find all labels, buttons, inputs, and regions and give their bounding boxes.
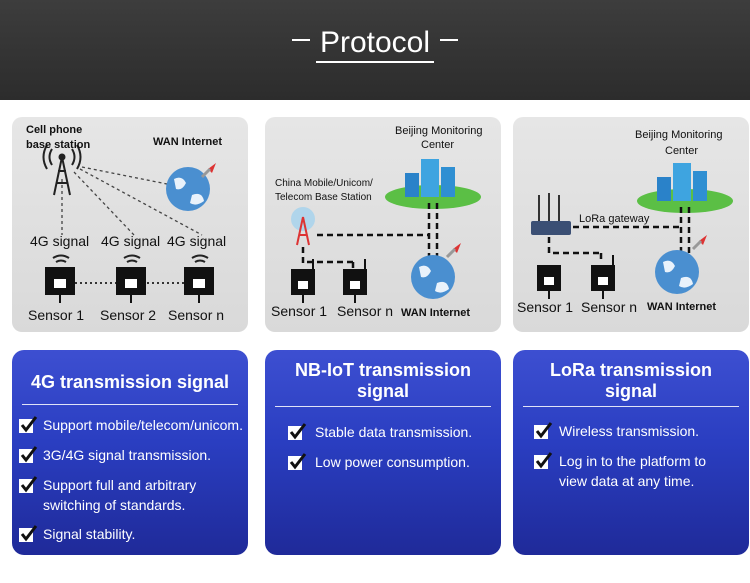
sensor-icon: [537, 265, 561, 299]
signal-label-2: 4G signal: [101, 233, 161, 249]
diagram-4g-graphics: [42, 144, 216, 303]
sensor-label-1: Sensor 1: [271, 303, 328, 319]
sensor-label-1: Sensor 1: [517, 299, 574, 315]
card-title-line1: NB-IoT transmission: [294, 360, 472, 380]
globe-icon: [166, 167, 210, 211]
checkmark-icon: [534, 452, 553, 469]
feature-item: Signal stability.: [18, 524, 244, 544]
router-icon: [531, 193, 571, 235]
checkmark-icon: [19, 525, 38, 542]
center-label-line2: Center: [421, 139, 455, 151]
checkmark-icon: [288, 453, 307, 470]
checkmark-icon: [19, 476, 38, 493]
sensor-label-2: Sensor 2: [100, 307, 157, 323]
center-label-line1: Beijing Monitoring: [395, 125, 483, 137]
signal-label-1: 4G signal: [30, 233, 90, 249]
checkmark-icon: [288, 423, 307, 440]
checkmark-icon: [534, 422, 553, 439]
sensor-label-1: Sensor 1: [28, 307, 85, 323]
globe-icon: [411, 255, 455, 299]
wan-label: WAN Internet: [401, 307, 471, 319]
wan-label: WAN Internet: [153, 136, 223, 148]
feature-item: Log in to the platform to view data at a…: [533, 451, 735, 491]
diagram-lora: Beijing Monitoring Center LoRa gateway S…: [513, 117, 749, 332]
page-title: Protocol: [0, 26, 750, 63]
center-label-line1: Beijing Monitoring: [635, 129, 723, 141]
building-icon: [385, 159, 481, 209]
gateway-label: LoRa gateway: [579, 213, 650, 225]
card-divider: [275, 406, 491, 407]
title-dash-right: [440, 39, 459, 42]
feature-item: 3G/4G signal transmission.: [18, 445, 244, 465]
checkmark-icon: [19, 446, 38, 463]
card-title-line1: LoRa transmission: [549, 360, 713, 380]
card-divider: [22, 404, 238, 405]
diagram-4g: Cell phone base station WAN Internet 4G …: [12, 117, 248, 332]
card-title-line2: signal: [356, 381, 409, 401]
signal-label-3: 4G signal: [167, 233, 227, 249]
sensor-icon: [184, 254, 214, 303]
tower-label-line2: base station: [26, 139, 91, 151]
feature-item: Low power consumption.: [287, 452, 497, 472]
checkmark-icon: [19, 416, 38, 433]
sensor-icon: [343, 259, 367, 303]
feature-item: Wireless transmission.: [533, 421, 735, 441]
building-icon: [637, 163, 733, 213]
card-lora: LoRa transmission signal Wireless transm…: [513, 350, 749, 555]
rocket-icon: [691, 235, 707, 251]
diagram-nbiot: Beijing Monitoring Center China Mobile/U…: [265, 117, 501, 332]
feature-item: Support full and arbitrary switching of …: [18, 475, 244, 515]
header-banner: Protocol: [0, 0, 750, 100]
rocket-icon: [200, 163, 216, 179]
card-title-line2: signal: [604, 381, 657, 401]
card-nbiot: NB-IoT transmission signal Stable data t…: [265, 350, 501, 555]
sensor-icon: [45, 254, 75, 303]
title-dash-left: [291, 39, 310, 42]
tower-label-line1: Cell phone: [26, 124, 83, 136]
feature-item: Support mobile/telecom/unicom.: [18, 415, 244, 435]
sensor-label-n: Sensor n: [581, 299, 638, 315]
feature-item: Stable data transmission.: [287, 422, 497, 442]
card-title: 4G transmission signal: [30, 372, 230, 392]
sensor-icon: [291, 259, 315, 303]
center-label-line2: Center: [665, 145, 699, 157]
diagram-nbiot-graphics: [291, 159, 481, 303]
rocket-icon: [445, 243, 461, 259]
globe-icon: [655, 250, 699, 294]
sensor-label-3: Sensor n: [168, 307, 225, 323]
station-label-line1: China Mobile/Unicom/: [275, 178, 373, 189]
sensor-label-n: Sensor n: [337, 303, 394, 319]
diagram-lora-graphics: [531, 163, 733, 299]
sensor-icon: [116, 254, 146, 303]
wan-label: WAN Internet: [647, 301, 717, 313]
station-label-line2: Telecom Base Station: [275, 192, 372, 203]
sensor-icon: [591, 255, 615, 299]
cell-tower-icon: [42, 144, 82, 196]
card-divider: [523, 406, 739, 407]
card-4g: 4G transmission signal Support mobile/te…: [12, 350, 248, 555]
cell-tower-icon: [291, 207, 315, 246]
